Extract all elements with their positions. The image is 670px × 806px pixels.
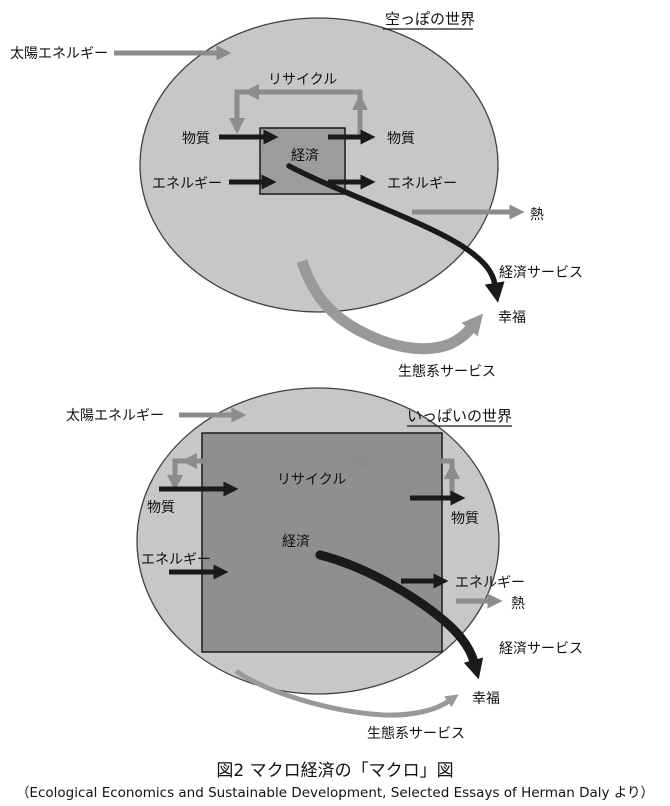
full-world-label: いっぱいの世界 [407,407,512,425]
energy-in-label: エネルギー [141,552,211,568]
empty-world-label: 空っぽの世界 [385,10,475,28]
empty-world-diagram: 空っぽの世界 太陽エネルギー リサイクル 経済 物質 物質 エネルギー エネルギ… [10,10,583,380]
ecosystem-services-arrow [296,259,484,355]
matter-in-label: 物質 [182,131,210,147]
energy-in-label: エネルギー [152,176,222,192]
economic-services-label: 経済サービス [499,265,583,281]
matter-in-label: 物質 [147,500,175,516]
recycle-arrowhead-left [181,453,197,469]
energy-out-label: エネルギー [455,575,525,591]
economic-services-arrow [315,550,484,680]
ecosystem-services-arrow [234,668,459,718]
recycle-label: リサイクル [277,472,346,488]
solar-energy-label: 太陽エネルギー [66,408,164,424]
recycle-arrowhead-down [167,475,183,491]
ecosystem-services-label: 生態系サービス [367,726,465,742]
recycle-loop-line [234,89,363,135]
full-world-diagram: 太陽エネルギー いっぱいの世界 リサイクル 物質 物質 経済 エネルギー エネル… [66,387,583,742]
happiness-label: 幸福 [472,691,500,707]
matter-out-label: 物質 [451,511,479,527]
recycle-arrowhead-mid-left [352,453,368,469]
economy-label: 経済 [282,534,310,550]
recycle-arrowhead-left [243,84,259,100]
heat-label: 熱 [511,596,525,612]
recycle-arrowhead-up [352,94,368,110]
matter-out-label: 物質 [387,131,415,147]
recycle-label: リサイクル [268,72,337,88]
happiness-label: 幸福 [498,310,526,326]
economy-label: 経済 [291,148,319,164]
recycle-arrowhead-down [229,118,245,134]
economic-services-label: 経済サービス [499,641,583,657]
energy-out-label: エネルギー [387,176,457,192]
ecosystem-services-label: 生態系サービス [398,364,496,380]
figure-caption: 図2 マクロ経済の「マクロ」図 （Ecological Economics an… [16,761,654,801]
caption-source: （Ecological Economics and Sustainable De… [16,785,654,801]
economic-services-arrow [286,163,505,303]
recycle-arrowhead-up [444,463,460,479]
heat-label: 熱 [530,207,544,223]
solar-energy-label: 太陽エネルギー [10,46,108,62]
caption-title: 図2 マクロ経済の「マクロ」図 [216,761,453,781]
economy-box [201,432,443,653]
